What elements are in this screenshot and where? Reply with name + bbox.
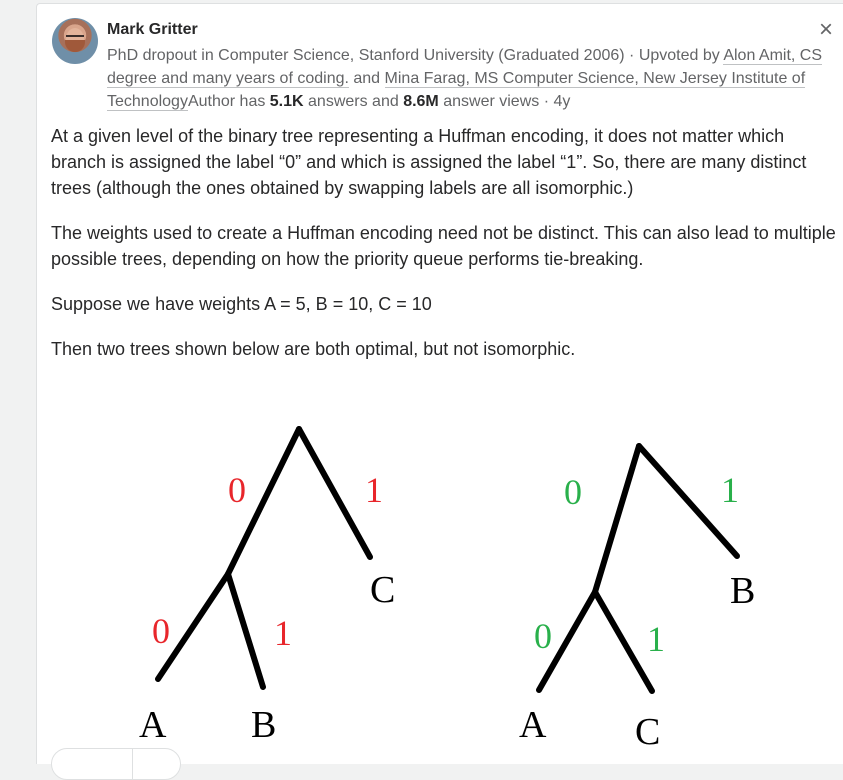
credential-and: and <box>348 70 385 87</box>
tree2-root-left-edge <box>592 443 642 595</box>
credential-text: PhD dropout in Computer Science, Stanfor… <box>107 47 720 64</box>
tree1-leaf-left: A <box>139 704 167 746</box>
avatar-glasses <box>66 35 84 41</box>
tree2-label-root-right: 1 <box>721 470 739 510</box>
tree1-sub-right-edge <box>225 571 266 690</box>
tree1-root-right-edge <box>296 426 373 560</box>
paragraph: Then two trees shown below are both opti… <box>51 339 576 359</box>
tree-1: 0 1 0 1 A B C <box>139 426 395 746</box>
author-name[interactable]: Mark Gritter <box>107 21 198 38</box>
avatar[interactable] <box>52 18 98 64</box>
upvoter-link[interactable]: Mina Farag, MS Computer Science, New Jer… <box>107 70 806 111</box>
paragraph: Suppose we have weights A = 5, B = 10, C… <box>51 294 432 314</box>
tree1-leaf-mid: B <box>251 704 276 746</box>
paragraph: At a given level of the binary tree repr… <box>51 126 807 198</box>
tree1-leaf-right: C <box>370 569 395 611</box>
tree2-sub-left-edge <box>536 589 598 693</box>
author-has-text: Author has <box>187 93 270 110</box>
tree2-leaf-right: B <box>730 570 755 612</box>
answer-card: Mark Gritter PhD dropout in Computer Sci… <box>36 3 843 780</box>
avatar-beard <box>65 40 85 52</box>
answers-count: 5.1K <box>269 93 304 110</box>
answers-label: answers and <box>303 93 404 110</box>
tree1-root-left-edge <box>225 426 302 577</box>
tree2-leaf-mid: C <box>635 711 660 753</box>
views-label: answer views · 4y <box>438 93 571 110</box>
upvoter-link[interactable]: Alon Amit, CS degree and many years of c… <box>107 47 823 88</box>
tree1-label-sub-left: 0 <box>152 611 170 651</box>
tree2-sub-right-edge <box>592 589 655 694</box>
upvote-button[interactable] <box>51 748 181 780</box>
tree2-label-sub-left: 0 <box>534 616 552 656</box>
views-count: 8.6M <box>403 93 439 110</box>
tree2-label-sub-right: 1 <box>647 619 665 659</box>
tree1-sub-left-edge <box>155 571 231 682</box>
tree1-label-sub-right: 1 <box>274 613 292 653</box>
tree1-label-root-right: 1 <box>365 470 383 510</box>
upvote-divider <box>132 749 133 779</box>
tree2-leaf-left: A <box>519 704 547 746</box>
tree2-label-root-left: 0 <box>564 472 582 512</box>
author-credentials: PhD dropout in Computer Science, Stanfor… <box>107 44 837 113</box>
paragraph: The weights used to create a Huffman enc… <box>51 223 836 269</box>
huffman-trees-figure: 0 1 0 1 A B C 0 1 0 1 A C B <box>139 426 755 753</box>
tree2-root-right-edge <box>636 443 740 559</box>
tree-2: 0 1 0 1 A C B <box>519 443 755 753</box>
tree1-label-root-left: 0 <box>228 470 246 510</box>
answer-body: At a given level of the binary tree repr… <box>51 123 841 381</box>
close-button[interactable]: × <box>818 16 833 43</box>
